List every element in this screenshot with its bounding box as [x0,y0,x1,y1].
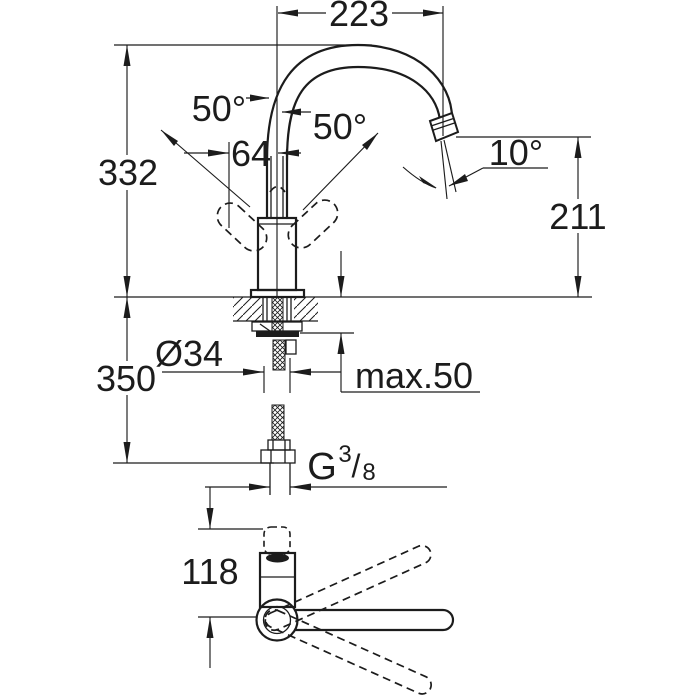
threaded-shank [271,296,284,334]
arrow-10-right [449,174,468,186]
front-view [160,6,460,299]
hex-fitting [260,449,296,464]
label-width-64: 64 [231,133,271,174]
arrow-50-left [250,94,269,102]
arrow-64-left [208,149,229,157]
label-hose-350: 350 [96,358,156,399]
plan-shank-dashed [263,526,291,555]
arrow-350-top [123,297,131,318]
countertop-hatch-right [294,297,318,321]
arrow-g38-left [249,483,270,491]
arrow-64-right [278,149,299,157]
label-thread-slash: / [352,448,361,484]
hose-lower [271,404,285,441]
label-thread-denominator: 8 [362,459,375,486]
mounting-section [114,296,592,495]
label-max-thickness: max.50 [355,355,473,396]
arrow-332-top [123,45,131,66]
washer-tick [259,323,271,332]
plan-pivot-outer [255,598,299,642]
arrow-d34-right [290,368,311,376]
handle-top-dashed-arc [269,185,286,193]
label-base-118: 118 [181,551,238,592]
arrow-223-right [423,9,443,17]
plan-lever-down [264,608,432,695]
plan-lever-solid [294,608,455,632]
mounting-nut [256,331,299,337]
dimensions [113,6,591,668]
arrow-211-bottom [574,276,582,297]
plan-pivot-inner [262,605,292,635]
label-height-211: 211 [549,196,606,237]
arc-10 [402,166,437,189]
label-thread-g: G [307,446,337,488]
arrow-223-left [278,9,298,17]
arrow-118-top [206,508,214,529]
swing-leg-left-arrow [161,130,178,146]
label-thread-numerator: 3 [338,441,351,468]
plan-lever-up [264,544,432,632]
arrow-211-top [574,137,582,158]
spout-inner-arc [285,65,442,162]
aerator-ring-1 [430,117,454,127]
arrow-d34-left [243,368,264,376]
arrow-10-left [419,176,437,188]
arrow-332-bottom [123,276,131,297]
arrow-50-right [282,108,301,116]
arrow-max50-top [337,276,345,297]
label-hole-dia: Ø34 [155,333,223,374]
plan-cartridge-top [266,553,289,563]
label-angle-left: 50° [192,88,246,129]
swing-leg-right-arrow [362,133,378,150]
label-spout-reach: 223 [329,0,389,34]
label-height-332: 332 [98,152,158,193]
arrow-max50-bottom [337,333,345,354]
hose-collar [267,439,291,451]
label-outlet-angle: 10° [489,132,543,173]
label-angle-right: 50° [313,106,367,147]
arrow-g38-right [290,483,311,491]
dimension-labels: 223 50° 50° 64 10° 332 211 Ø34 max.50 35… [96,0,607,592]
plan-view [255,526,455,695]
arrow-118-bottom [206,617,214,638]
handle-position-right [287,199,339,249]
hose-stub [285,339,297,355]
hose-upper [272,339,286,371]
arrow-350-bottom [123,442,131,463]
water-line-1 [440,140,448,200]
handle-position-left [216,202,268,252]
countertop-hatch-left [233,297,262,321]
